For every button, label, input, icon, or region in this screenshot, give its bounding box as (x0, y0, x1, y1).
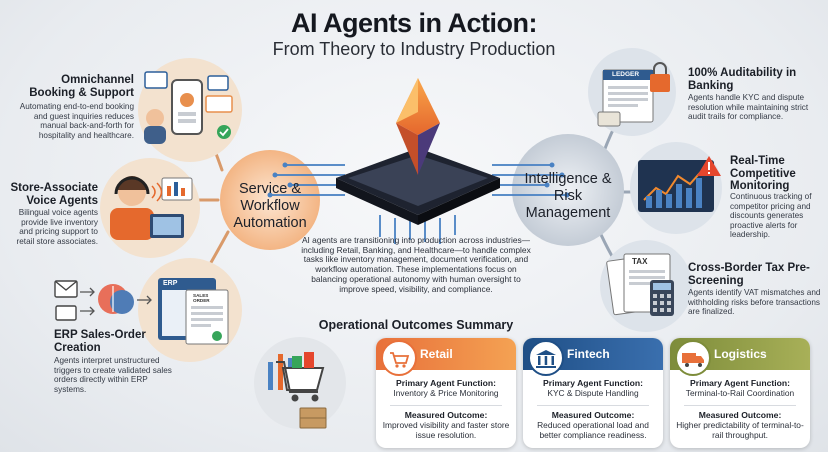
right-item-title: 100% Auditability in Banking (688, 67, 797, 92)
left-item-title: Store-Associate Voice Agents (10, 182, 98, 207)
outcome-label: Measured Outcome: (404, 410, 488, 420)
ai-chip-illustration (267, 78, 570, 244)
erp-label: ERP (163, 280, 178, 287)
monitoring-illustration (630, 142, 722, 234)
card-divider (390, 405, 502, 406)
card-divider (684, 405, 796, 406)
card-name: Fintech (567, 347, 610, 361)
right-item-desc: Continuous tracking of competitor pricin… (730, 192, 812, 240)
card-name: Retail (420, 347, 453, 361)
tax-illustration (600, 240, 692, 332)
outcome-value: Reduced operational load and better comp… (537, 420, 649, 440)
erp-illustration (138, 258, 242, 362)
outcome-card-logistics: Logistics Primary Agent Function: Termin… (670, 338, 810, 448)
card-divider (537, 405, 649, 406)
outcome-label: Measured Outcome: (551, 410, 635, 420)
retail-cart-icon (381, 340, 417, 376)
left-item-title: Omnichannel Booking & Support (29, 74, 134, 99)
function-value: KYC & Dispute Handling (547, 388, 639, 398)
page-title: AI Agents in Action: (291, 8, 538, 38)
outcome-label: Measured Outcome: (698, 410, 782, 420)
function-label: Primary Agent Function: (690, 378, 790, 388)
page-subtitle: From Theory to Industry Production (272, 39, 556, 59)
left-item-desc: Agents interpret unstructured triggers t… (54, 356, 172, 394)
left-item-desc: Bilingual voice agents provide live inve… (16, 208, 98, 246)
bank-icon (528, 340, 564, 376)
ledger-illustration (588, 48, 676, 136)
truck-icon (675, 340, 711, 376)
outcome-card-retail: Retail Primary Agent Function: Inventory… (376, 338, 516, 448)
intro-paragraph: AI agents are transitioning into product… (301, 235, 531, 294)
left-item-title: ERP Sales-Order Creation (54, 329, 146, 354)
right-hub-label: Intelligence & Risk Management (524, 171, 612, 221)
right-item-desc: Agents identify VAT mismatches and withh… (688, 288, 821, 317)
shopping-cart-illustration (254, 337, 346, 429)
booking-illustration (138, 58, 242, 162)
card-name: Logistics (714, 347, 767, 361)
function-value: Terminal-to-Rail Coordination (685, 388, 795, 398)
outcome-card-fintech: Fintech Primary Agent Function: KYC & Di… (523, 338, 663, 448)
left-hub-label: Service & Workflow Automation (233, 181, 307, 231)
right-item-title: Real-Time Competitive Monitoring (730, 155, 796, 192)
function-label: Primary Agent Function: (396, 378, 496, 388)
function-value: Inventory & Price Monitoring (393, 388, 499, 398)
tax-label: TAX (632, 257, 648, 266)
right-item-title: Cross-Border Tax Pre-Screening (688, 262, 810, 287)
right-hub-circle (512, 134, 624, 246)
outcome-value: Higher predictability of terminal-to-rai… (676, 420, 804, 440)
left-item-desc: Automating end-to-end booking and guest … (19, 102, 134, 140)
outcome-value: Improved visibility and faster store iss… (382, 420, 510, 440)
voice-agent-illustration (100, 158, 200, 258)
ledger-label: LEDGER (612, 71, 640, 78)
sales-order-label: SALES ORDER (193, 293, 210, 304)
email-to-brain-icons (54, 280, 152, 321)
right-item-desc: Agents handle KYC and dispute resolution… (688, 93, 809, 122)
function-label: Primary Agent Function: (543, 378, 643, 388)
outcomes-title: Operational Outcomes Summary (318, 318, 514, 332)
